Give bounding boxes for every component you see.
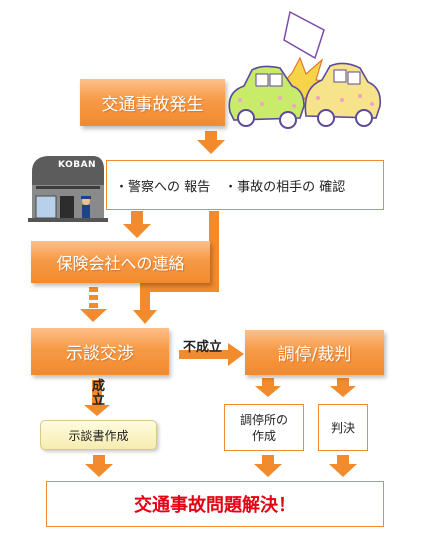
arrow-down-success	[84, 380, 110, 416]
arrow-down-to-resolved-1	[85, 455, 113, 477]
step-mediation-label: 調停/裁判	[277, 345, 352, 365]
step-judgment-label: 判決	[330, 421, 355, 435]
arrow-down-1	[197, 131, 225, 154]
step-mediation: 調停/裁判	[245, 330, 384, 375]
arrow-down-to-resolved-2	[254, 455, 282, 477]
arrow-elbow-to-settlement	[133, 211, 219, 324]
step-accident-label: 交通事故発生	[101, 95, 204, 115]
arrow-down-2	[123, 211, 151, 238]
actions-box: ・警察への 報告 ・事故の相手の 確認	[106, 160, 384, 210]
action-police-report: ・警察への 報告	[115, 179, 211, 195]
step-insurance: 保険会社への連絡	[31, 241, 210, 283]
step-judgment: 判決	[318, 404, 368, 451]
car-crash-icon	[228, 10, 382, 129]
step-insurance-label: 保険会社への連絡	[56, 254, 185, 273]
arrow-dotted-insurance-to-settlement	[80, 287, 107, 322]
step-settlement-label: 示談交渉	[66, 344, 134, 364]
police-box-icon	[28, 156, 108, 222]
step-resolved-label: 交通事故問題解決！	[134, 495, 296, 516]
step-mediation-doc-label: 調停所の作成	[239, 412, 288, 443]
action-confirm-party: ・事故の相手の 確認	[224, 179, 346, 195]
step-accident: 交通事故発生	[80, 79, 225, 126]
fail-label: 不成立	[183, 340, 223, 355]
step-mediation-doc: 調停所の作成	[224, 404, 304, 451]
arrow-down-mediation-right	[330, 378, 356, 397]
success-label: 成立	[92, 379, 106, 408]
step-settlement-doc-label: 示談書作成	[68, 428, 129, 443]
step-resolved: 交通事故問題解決！	[46, 481, 384, 527]
step-settlement: 示談交渉	[31, 328, 169, 375]
arrow-down-mediation-left	[255, 378, 281, 397]
arrow-right-fail	[179, 343, 244, 366]
step-settlement-doc: 示談書作成	[40, 420, 157, 450]
arrow-down-to-resolved-3	[329, 455, 357, 477]
koban-sign: KOBAN	[58, 160, 97, 170]
